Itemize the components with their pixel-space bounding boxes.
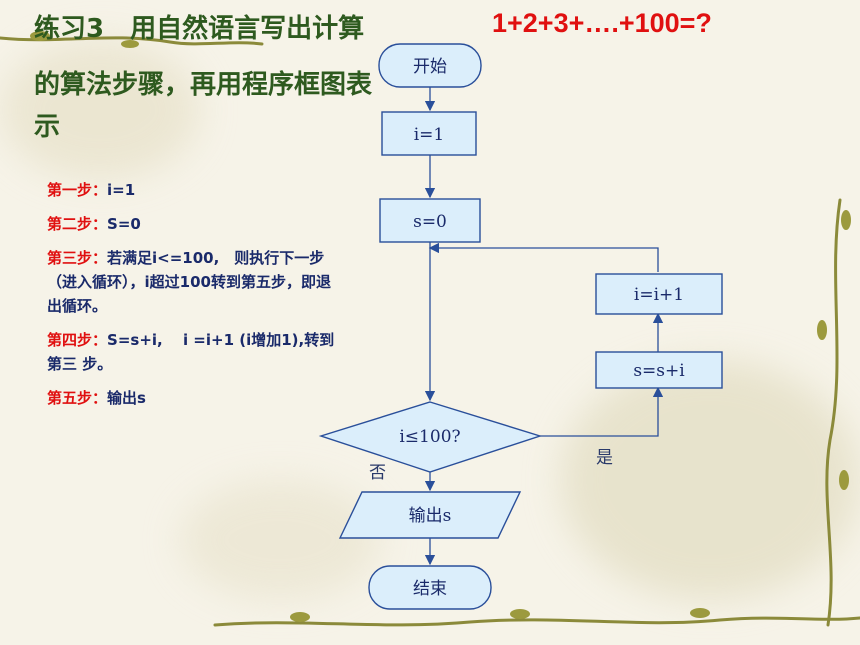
step-text: 若满足i<=100, 则执行下一步（进入循环），i超过100转到第五步，即退出循… <box>47 249 331 315</box>
leaf-icon <box>510 609 530 619</box>
step-2: 第二步：S=0 <box>47 212 337 236</box>
leaf-icon <box>839 470 849 490</box>
step-5: 第五步：输出s <box>47 386 337 410</box>
init-i-label: i=1 <box>414 125 445 145</box>
algorithm-steps: 第一步：i=1 第二步：S=0 第三步：若满足i<=100, 则执行下一步（进入… <box>47 178 337 420</box>
step-1: 第一步：i=1 <box>47 178 337 202</box>
yes-label: 是 <box>596 448 613 468</box>
title-line2: 的算法步骤，再用程序框图表示 <box>34 70 373 142</box>
step-label: 第四步： <box>47 331 108 349</box>
step-3: 第三步：若满足i<=100, 则执行下一步（进入循环），i超过100转到第五步，… <box>47 246 337 318</box>
step-label: 第五步： <box>47 389 108 407</box>
increment-label: i=i+1 <box>634 285 684 305</box>
arrow-loop-back <box>428 242 659 272</box>
vine-right <box>825 198 842 627</box>
condition-label: i≤100? <box>399 427 460 447</box>
step-label: 第三步： <box>47 249 108 267</box>
start-label: 开始 <box>413 57 447 77</box>
arrow-yes-branch <box>540 386 664 437</box>
no-label: 否 <box>369 463 386 483</box>
step-4: 第四步：S=s+i, i =i+1 (i增加1),转到第三 步。 <box>47 328 337 376</box>
output-label: 输出s <box>409 506 452 526</box>
step-text: S=0 <box>107 215 141 233</box>
background-blot <box>560 360 860 600</box>
leaf-icon <box>817 320 827 340</box>
title-formula: 1+2+3+….+100=? <box>492 8 712 38</box>
output-box: 输出s <box>338 491 522 539</box>
step-label: 第一步： <box>47 181 108 199</box>
leaf-icon <box>841 210 851 230</box>
condition-diamond: i≤100? <box>318 401 543 473</box>
leaf-icon <box>690 608 710 618</box>
sum-label: s=s+i <box>633 361 685 381</box>
vine-bottom <box>213 616 860 627</box>
increment-box: i=i+1 <box>595 273 723 315</box>
background-blot <box>180 480 380 600</box>
background-blot <box>0 40 200 180</box>
start-terminal: 开始 <box>378 43 482 88</box>
step-label: 第二步： <box>47 215 108 233</box>
init-s-label: s=0 <box>413 212 447 232</box>
step-text: i=1 <box>107 181 136 199</box>
end-label: 结束 <box>413 579 447 599</box>
leaf-icon <box>121 40 139 48</box>
leaf-icon <box>30 31 50 41</box>
title-line1: 练习3 用自然语言写出计算 <box>34 14 365 44</box>
init-s-box: s=0 <box>379 198 481 243</box>
step-text: S=s+i, i =i+1 (i增加1),转到第三 步。 <box>47 331 335 373</box>
step-text: 输出s <box>107 389 146 407</box>
end-terminal: 结束 <box>368 565 492 610</box>
init-i-box: i=1 <box>381 111 477 156</box>
sum-box: s=s+i <box>595 351 723 389</box>
leaf-icon <box>290 612 310 622</box>
